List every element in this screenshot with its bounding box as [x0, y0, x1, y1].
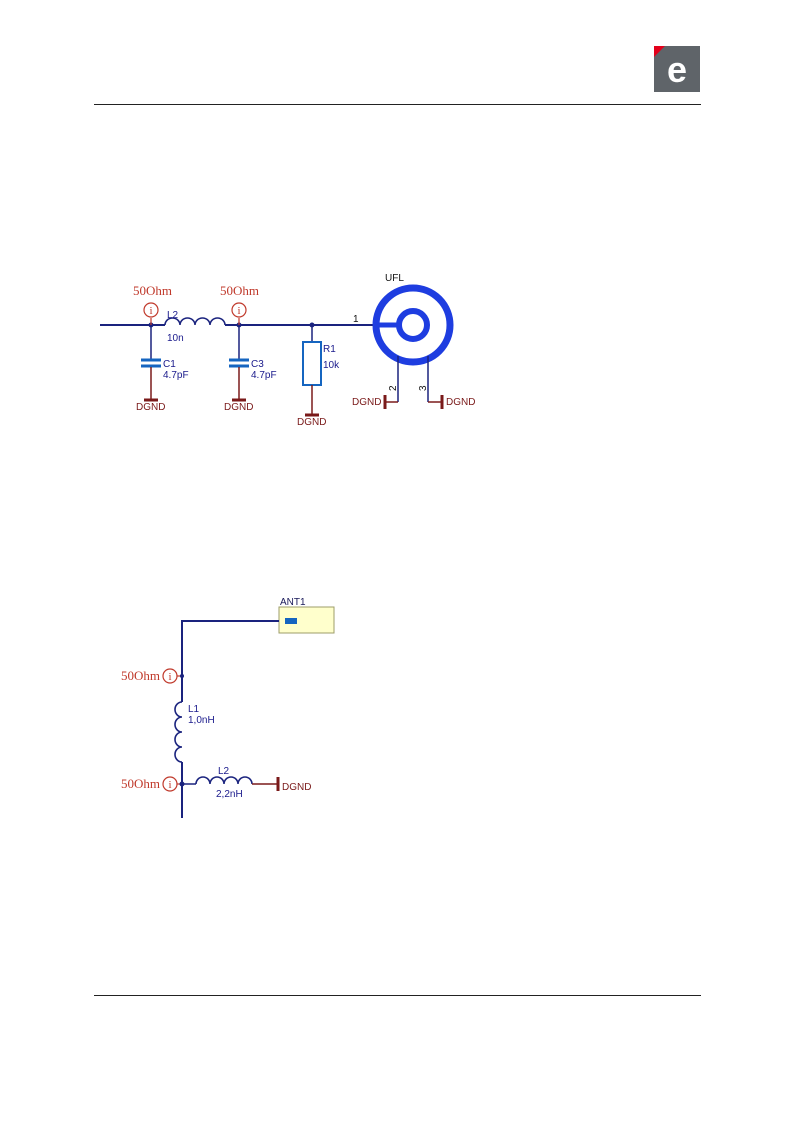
footer-rule: [94, 995, 701, 996]
capacitor-c1-value: 4.7pF: [163, 370, 189, 381]
capacitor-c3-ref: C3: [251, 359, 264, 370]
impedance-probe-icon: [231, 302, 247, 318]
company-logo: e: [654, 46, 700, 92]
probe-left-label: 50Ohm: [133, 283, 172, 298]
capacitor-c3-value: 4.7pF: [251, 370, 277, 381]
antenna-ant1-ref: ANT1: [280, 597, 306, 608]
inductor-l2-value: 2,2nH: [216, 789, 243, 800]
connector-pin3-label: 3: [418, 385, 429, 391]
logo-background: [654, 46, 700, 92]
impedance-probe-icon: [143, 302, 159, 318]
ground-label: DGND: [136, 402, 165, 413]
probe-info-glyph: i: [149, 305, 152, 317]
logo-letter: e: [667, 49, 687, 90]
logo-accent-corner: [654, 46, 665, 57]
inductor-l2-symbol: [195, 776, 253, 785]
ground-label: DGND: [297, 417, 326, 428]
probe-info-glyph: i: [168, 779, 171, 791]
antenna-ant1-pad: [285, 618, 297, 624]
inductor-l1-ref: L1: [188, 704, 200, 715]
connector-pin1-label: 1: [353, 314, 359, 325]
probe-bottom-label: 50Ohm: [121, 776, 160, 791]
ground-label: DGND: [282, 782, 311, 793]
resistor-r1-ref: R1: [323, 344, 336, 355]
ground-label: DGND: [446, 397, 475, 408]
inductor-l2-symbol: [164, 317, 226, 326]
inductor-l2-ref: L2: [218, 766, 230, 777]
header-rule: [94, 104, 701, 105]
connector-ufl-ref: UFL: [385, 273, 404, 284]
ground-label: DGND: [224, 402, 253, 413]
resistor-r1-value: 10k: [323, 360, 340, 371]
inductor-l2-value: 10n: [167, 333, 184, 344]
inductor-l1-symbol: [174, 701, 183, 763]
probe-right-label: 50Ohm: [220, 283, 259, 298]
ground-label: DGND: [352, 397, 381, 408]
probe-info-glyph: i: [237, 305, 240, 317]
capacitor-c1-ref: C1: [163, 359, 176, 370]
probe-info-glyph: i: [168, 671, 171, 683]
inductor-l1-value: 1,0nH: [188, 715, 215, 726]
inductor-l2-ref: L2: [167, 310, 179, 321]
junction-dot: [180, 674, 184, 678]
probe-top-label: 50Ohm: [121, 668, 160, 683]
connector-pin2-label: 2: [388, 385, 399, 391]
